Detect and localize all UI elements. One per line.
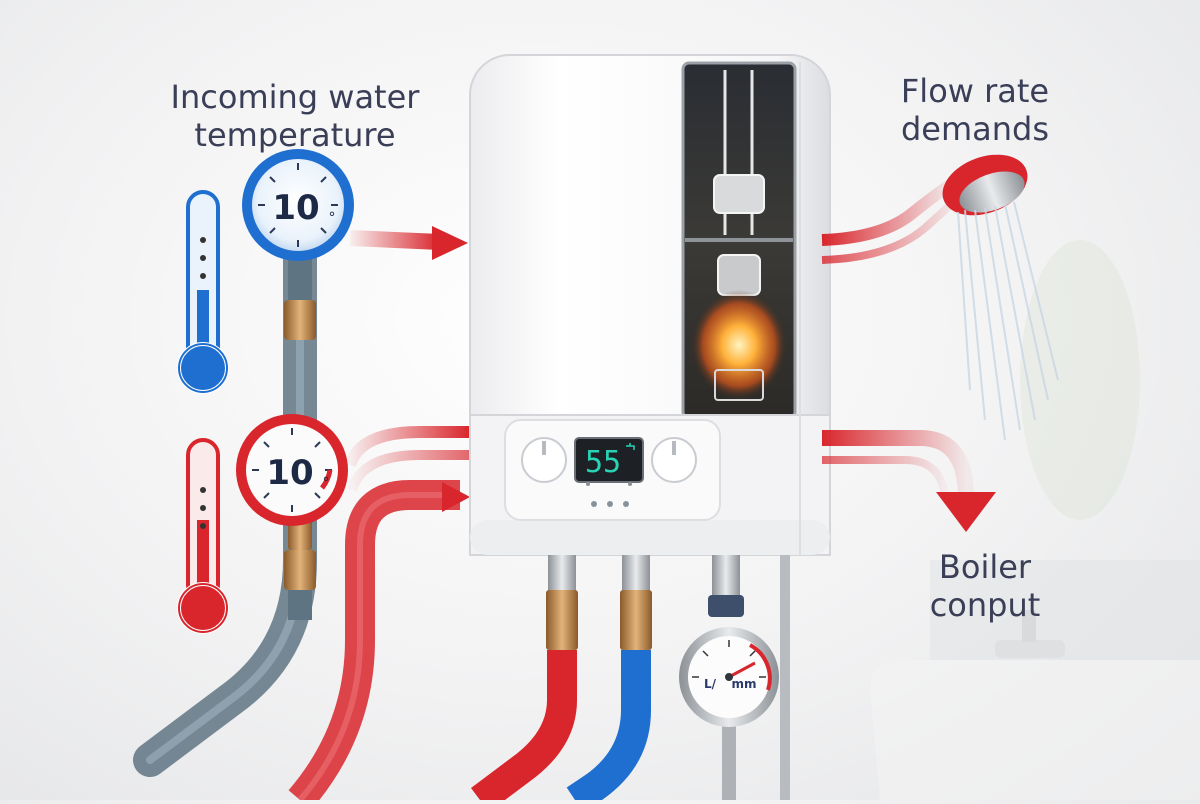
bathroom-background	[870, 240, 1200, 800]
arrow-hot-to-boiler	[344, 426, 470, 512]
water-spray	[957, 201, 1059, 441]
outlet-pipes	[471, 555, 790, 804]
incoming-label-line1: Incoming water	[170, 78, 420, 116]
hot-thermometer	[177, 438, 229, 634]
shower-head-icon	[942, 154, 1059, 441]
right-control-knob[interactable]	[651, 437, 697, 483]
cold-thermometer	[177, 190, 229, 394]
panel-indicator-icons	[586, 482, 632, 507]
arrow-boiler-output	[822, 430, 996, 532]
hot-pipe-left	[288, 480, 460, 804]
flow-rate-demands-label: Flow rate demands	[880, 72, 1070, 148]
pressure-gauge-prefix: L/	[704, 677, 717, 691]
arrow-incoming-to-boiler	[349, 226, 468, 260]
hot-gauge-value: 10	[266, 453, 313, 493]
boiler-output-label: Boiler conput	[905, 548, 1065, 624]
pressure-gauge-unit: mm	[731, 677, 756, 691]
boiler-unit	[469, 54, 831, 556]
incoming-water-temperature-label: Incoming water temperature	[150, 78, 440, 154]
display-value: 55	[585, 445, 621, 480]
pressure-gauge: L/ mm	[679, 627, 779, 727]
cold-temperature-gauge: 10 °	[242, 149, 354, 340]
left-control-knob[interactable]	[521, 437, 567, 483]
cold-gauge-value: 10	[272, 188, 319, 228]
incoming-label-line2: temperature	[194, 116, 396, 154]
output-label-line1: Boiler	[938, 548, 1032, 586]
temperature-display: 55	[574, 437, 644, 483]
output-label-line2: conput	[929, 586, 1041, 624]
flow-label-line2: demands	[900, 110, 1050, 148]
arrow-boiler-to-shower	[821, 180, 961, 264]
cold-gauge-unit: °	[329, 210, 336, 226]
tap-icon	[626, 443, 635, 450]
flow-label-line1: Flow rate	[900, 72, 1050, 110]
boiler-cutaway	[681, 61, 797, 420]
hot-temperature-gauge: 10 °	[236, 414, 348, 620]
hot-gauge-unit: °	[323, 475, 330, 491]
